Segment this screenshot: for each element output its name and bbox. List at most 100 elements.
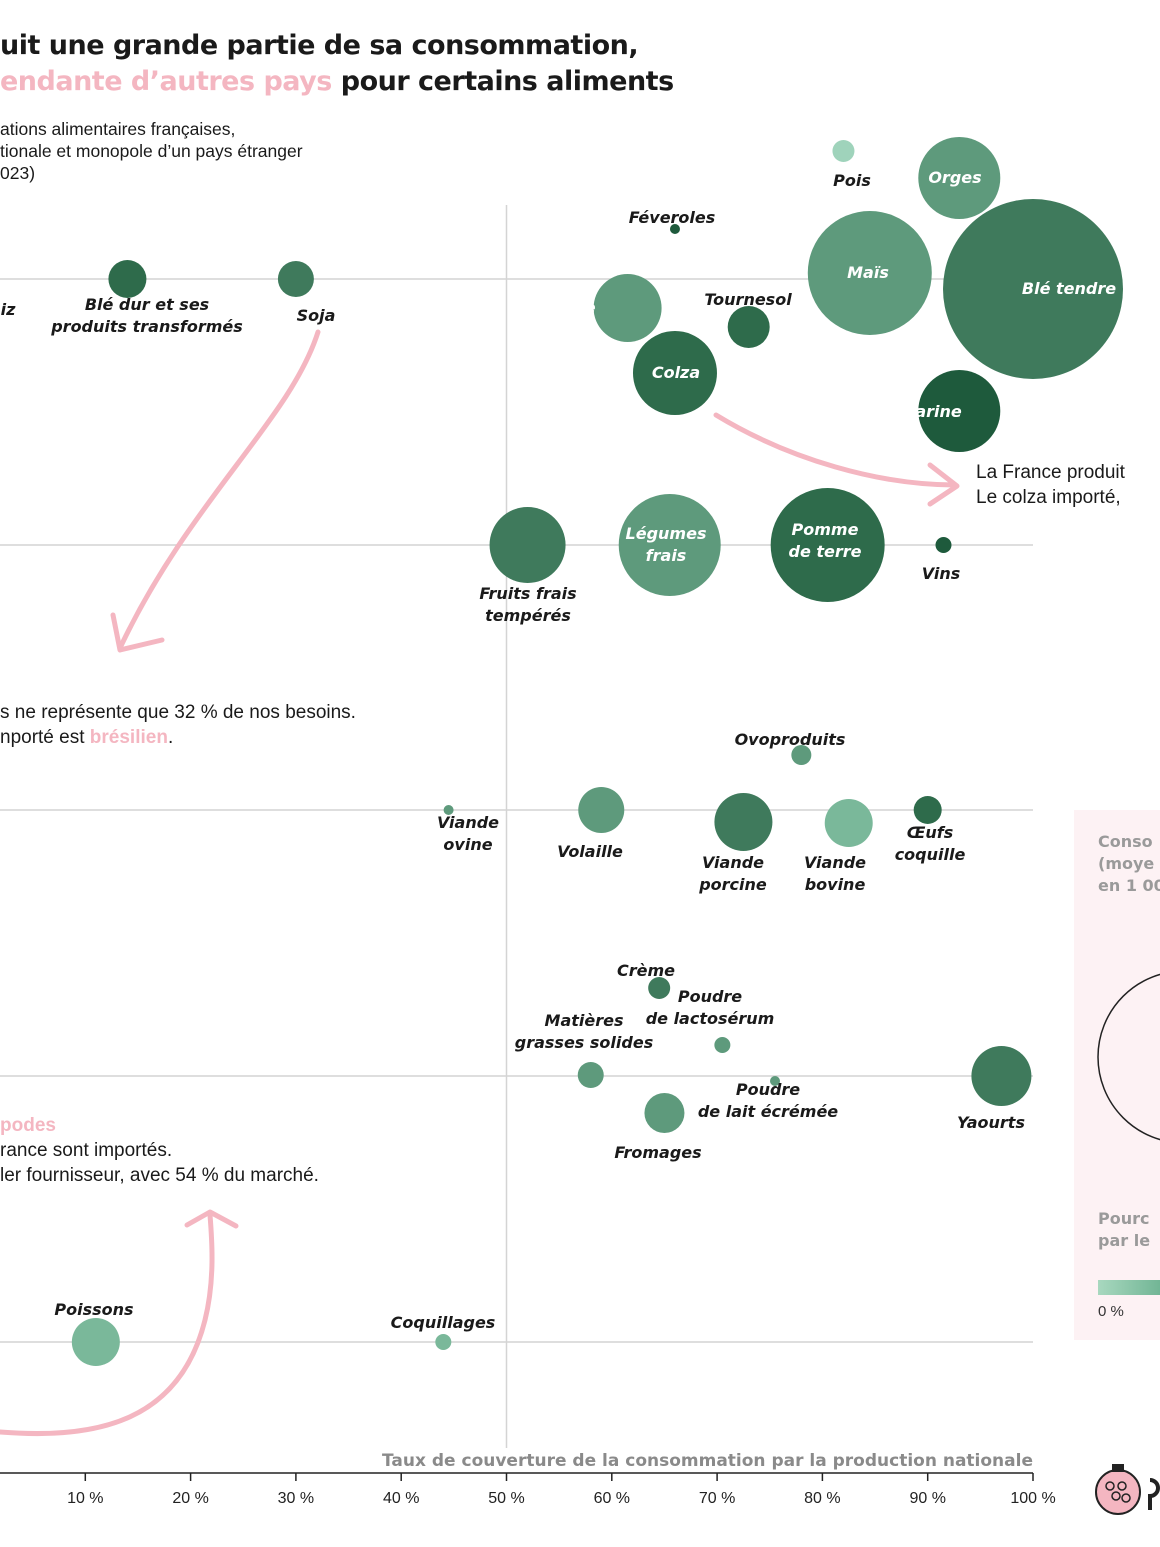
legend-size-title-1: Conso — [1098, 832, 1153, 851]
note-soja-line-1: s ne représente que 32 % de nos besoins. — [0, 702, 356, 723]
legend-size-title-2: (moye — [1098, 854, 1155, 873]
x-tick-label: 40 % — [383, 1490, 419, 1507]
bubble-pomme-de-terre — [770, 488, 885, 602]
note-soja: s ne représente que 32 % de nos besoins.… — [0, 700, 356, 750]
note-poissons-line-3: ler fournisseur, avec 54 % du marché. — [0, 1165, 319, 1186]
label-farine: Farine — [906, 402, 962, 421]
bubble-feveroles — [669, 224, 680, 234]
bubble-yaourts — [971, 1046, 1032, 1106]
bubble-poissons — [71, 1318, 120, 1366]
x-tick-label: 10 % — [67, 1490, 103, 1507]
bubble-tournesol — [727, 306, 770, 348]
bubble-colza — [632, 331, 717, 415]
note-soja-highlight: brésilien — [89, 727, 168, 748]
label-ble-tendre: Blé tendre — [1022, 279, 1116, 298]
bubble-creme — [648, 977, 671, 999]
label-tournesol: Tournesol — [704, 290, 792, 309]
legend-color-title-2: par le — [1098, 1231, 1151, 1250]
label-yaourts: Yaourts — [957, 1113, 1025, 1132]
bubble-viande-porcine — [714, 793, 773, 851]
label-ovoproduits: Ovoproduits — [735, 730, 846, 749]
label-orges: Orges — [928, 168, 981, 187]
bubble-fromages — [644, 1093, 685, 1133]
bubble-ovoproduits — [791, 745, 812, 765]
note-poissons-line-2: rance sont importés. — [0, 1140, 173, 1161]
bubble-legumes-frais — [618, 494, 721, 596]
grid-layer — [0, 205, 1033, 1448]
subtitle-line-3: 023) — [0, 163, 36, 183]
bubble-sucre — [593, 274, 662, 342]
arrow-poissons-head — [184, 1209, 239, 1229]
arrow-soja-head — [110, 612, 165, 653]
label-sucre: Sucre — [544, 298, 595, 317]
x-tick-label: 90 % — [909, 1490, 945, 1507]
note-colza-line-1: La France produit — [976, 462, 1125, 483]
bubble-poudre-de-lactoserum — [714, 1037, 731, 1053]
legend-color-scale — [1098, 1280, 1160, 1295]
bubble-pois — [832, 140, 855, 162]
x-tick-label: 70 % — [699, 1490, 735, 1507]
bubble-viande-bovine — [824, 799, 873, 847]
label-mais: Maïs — [847, 263, 889, 282]
title-line-2-rest: pour certains aliments — [331, 66, 674, 97]
annotation-arrows — [0, 329, 960, 1437]
label-colza: Colza — [652, 363, 700, 382]
bubble-oeufs-coquille — [913, 796, 942, 824]
x-axis-title: Taux de couverture de la consommation pa… — [382, 1451, 1033, 1471]
note-soja-text: nporté est — [0, 727, 90, 748]
subtitle-line-2: tionale et monopole d’un pays étranger — [0, 141, 303, 161]
legend-color-title: Pourc par le — [1098, 1208, 1150, 1252]
title-highlight: endante d’autres pays — [0, 66, 332, 97]
legend-size-title-3: en 1 00 — [1098, 876, 1160, 895]
subtitle-line-1: ations alimentaires françaises, — [0, 119, 236, 139]
label-volaille: Volaille — [557, 842, 623, 861]
label-vins: Vins — [922, 564, 961, 583]
arrow-colza — [713, 412, 958, 488]
bubble-layer — [71, 137, 1123, 1366]
bubble-volaille — [578, 787, 625, 833]
note-soja-line-2: nporté est brésilien. — [0, 725, 356, 750]
bubble-ble-dur-et-ses-produits-transformes — [108, 260, 147, 298]
note-colza-line-2: Le colza importé, — [976, 487, 1121, 508]
note-poissons: podes rance sont importés. ler fournisse… — [0, 1113, 319, 1188]
legend-size-title: Conso (moye en 1 00 — [1098, 831, 1160, 897]
x-tick-label: 20 % — [172, 1490, 208, 1507]
title-line-1: uit une grande partie de sa consommation… — [0, 30, 639, 61]
note-colza: La France produit Le colza importé, — [976, 460, 1125, 510]
x-tick-label: 100 % — [1010, 1490, 1055, 1507]
x-axis: Taux de couverture de la consommation pa… — [0, 1451, 1056, 1507]
label-pois: Pois — [833, 171, 871, 190]
label-poissons: Poissons — [54, 1300, 133, 1319]
chart-title: uit une grande partie de sa consommation… — [0, 28, 674, 100]
arrow-soja — [117, 329, 321, 651]
arrow-poissons — [0, 1212, 215, 1437]
label-soja: Soja — [297, 306, 336, 325]
bubble-farine — [918, 370, 1001, 452]
bubble-vins — [935, 537, 952, 553]
label-creme: Crème — [617, 961, 675, 980]
note-soja-period: . — [167, 727, 174, 748]
label-fromages: Fromages — [614, 1143, 701, 1162]
bubble-fruits-frais-temperes — [489, 507, 566, 583]
note-poissons-highlight: podes — [0, 1115, 56, 1136]
x-tick-label: 60 % — [594, 1490, 630, 1507]
bubble-orges — [918, 137, 1001, 219]
bubble-mais — [807, 211, 932, 335]
legend-color-min: 0 % — [1098, 1303, 1124, 1320]
bubble-ble-tendre — [943, 199, 1123, 379]
title-line-2: endante d’autres pays pour certains alim… — [0, 64, 674, 100]
bubble-soja — [277, 261, 314, 297]
bubble-coquillages — [435, 1334, 452, 1350]
